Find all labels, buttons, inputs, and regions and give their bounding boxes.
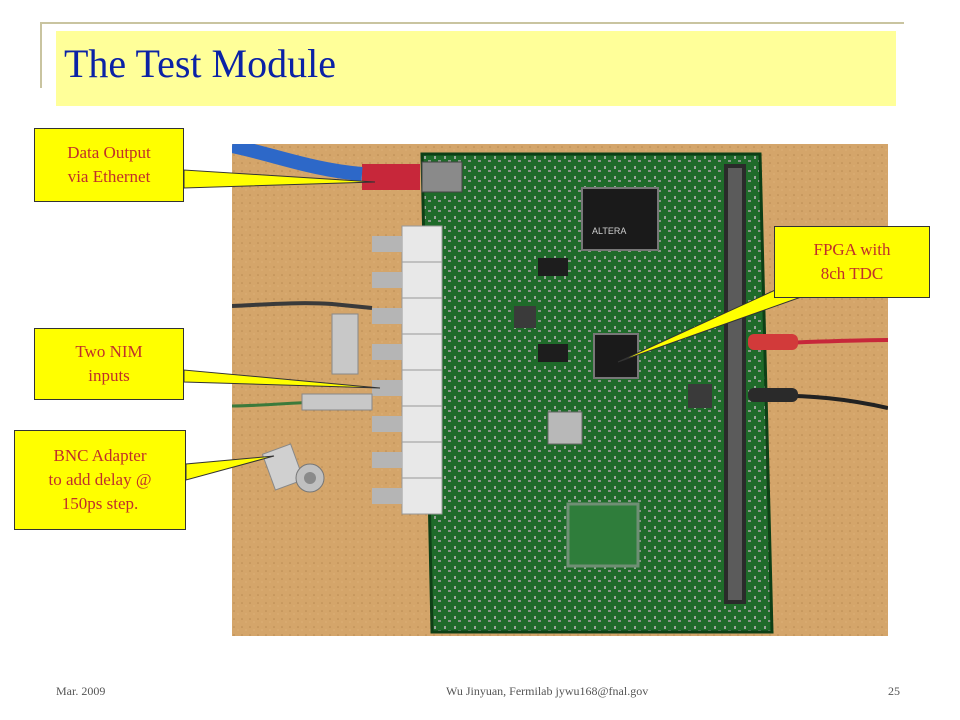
fpga-chip	[581, 187, 659, 251]
callout-fpga: FPGA with 8ch TDC	[774, 226, 930, 298]
bnc-straight	[301, 393, 373, 411]
footer-author: Wu Jinyuan, Fermilab jywu168@fnal.gov	[446, 684, 649, 698]
callout-data-output: Data Output via Ethernet	[34, 128, 184, 202]
red-clip	[748, 334, 798, 350]
ethernet-cable	[232, 144, 363, 181]
callout-data-output-text: Data Output via Ethernet	[67, 143, 151, 186]
bnc-connector-column	[372, 225, 443, 515]
edge-connector-pins	[728, 168, 742, 600]
callout-nim-text: Two NIM inputs	[75, 342, 143, 385]
ethernet-jack	[421, 161, 463, 193]
leader-data-output	[183, 169, 376, 189]
nim-cable-1	[232, 301, 373, 310]
title-band	[56, 31, 896, 106]
header-2	[538, 344, 568, 362]
callout-nim: Two NIM inputs	[34, 328, 184, 400]
leader-bnc	[185, 455, 275, 481]
header-1	[538, 258, 568, 276]
svg-text:ALTERA: ALTERA	[592, 226, 626, 236]
rj45-boot	[362, 164, 420, 190]
rj45-socket	[547, 411, 583, 445]
leader-nim	[183, 369, 381, 389]
black-clip	[748, 388, 798, 402]
bnc-elbow	[331, 313, 359, 375]
footer-page-number: 25	[888, 684, 900, 698]
callout-fpga-text: FPGA with 8ch TDC	[813, 240, 891, 283]
top-rule	[40, 22, 904, 24]
slide-title: The Test Module	[64, 41, 336, 86]
left-rule	[40, 22, 42, 88]
callout-bnc-text: BNC Adapter to add delay @ 150ps step.	[48, 446, 152, 513]
footer-date: Mar. 2009	[56, 684, 106, 698]
large-package	[566, 502, 640, 568]
inductor-2	[688, 384, 712, 408]
inductor-1	[514, 306, 536, 328]
loose-bnc-adapter	[261, 443, 325, 493]
callout-bnc: BNC Adapter to add delay @ 150ps step.	[14, 430, 186, 530]
